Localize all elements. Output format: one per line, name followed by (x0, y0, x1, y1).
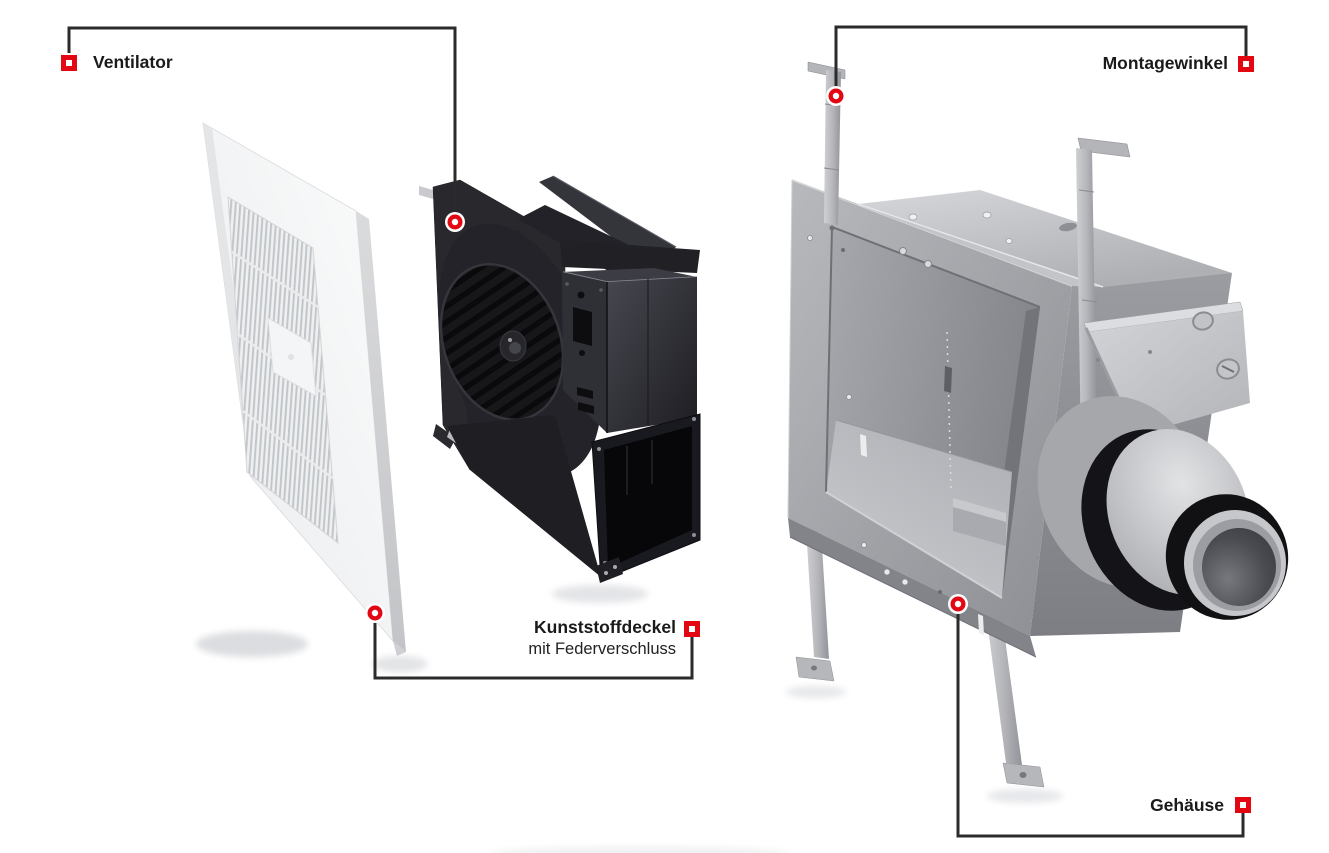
marker-square-gehaeuse (1235, 797, 1251, 813)
marker-square-kunststoffdeckel (684, 621, 700, 637)
marker-dot-gehaeuse (948, 594, 968, 614)
fan-top-flange (539, 176, 676, 266)
leader-kunststoffdeckel (373, 620, 694, 680)
duct-opening (1202, 528, 1276, 606)
marker-square-ventilator (61, 55, 77, 71)
mounting-bracket-bottom-right (984, 598, 1045, 788)
label-montagewinkel: Montagewinkel (1102, 53, 1228, 73)
marker-dot-kunststoffdeckel (365, 603, 385, 623)
leader-lines (67, 25, 1248, 838)
mounting-bracket-top-right (1076, 137, 1131, 448)
housing-top-panel (858, 190, 1232, 287)
motor-box-cutouts (573, 291, 594, 414)
marker-square-montagewinkel (1238, 56, 1254, 72)
leader-montagewinkel (834, 25, 1248, 90)
marker-dot-ventilator (445, 212, 465, 232)
label-kunststoffdeckel: Kunststoffdeckel mit Federverschluss (528, 617, 676, 660)
duct-connector (1037, 396, 1289, 620)
mounting-bracket-bottom-left (795, 528, 835, 682)
housing-bottom-rim (788, 518, 1036, 657)
callout-markers (61, 55, 1254, 813)
motor-box-right-face (607, 277, 697, 433)
label-ventilator: Ventilator (93, 52, 173, 72)
housing-frame-holes (807, 211, 1077, 635)
marker-dot-montagewinkel (826, 86, 846, 106)
plastic-cover (202, 122, 406, 656)
fan-unit (419, 175, 701, 583)
label-kunststoffdeckel-line2: mit Federverschluss (528, 639, 676, 658)
leader-ventilator (67, 26, 457, 216)
housing (787, 61, 1289, 788)
housing-interior (825, 225, 1041, 599)
label-kunststoffdeckel-line1: Kunststoffdeckel (534, 617, 676, 637)
floor-shadows (196, 585, 1063, 853)
leader-gehaeuse (956, 610, 1245, 838)
label-gehaeuse: Gehäuse (1150, 795, 1224, 815)
